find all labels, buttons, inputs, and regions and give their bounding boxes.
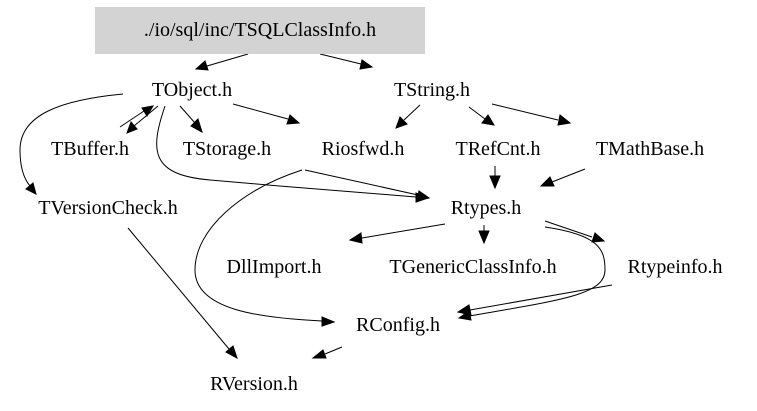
node-trefcnt[interactable]: TRefCnt.h <box>455 138 541 160</box>
edge-tobject-rtypes <box>156 105 417 198</box>
edge-tobject-tstorage <box>179 105 196 124</box>
edge-tobject-tversioncheck <box>19 93 124 187</box>
edge-rtypes-rtypeinfo <box>544 220 593 238</box>
arrowhead-rtypes-tgenericclassinfo <box>478 230 490 245</box>
edge-root-tstring <box>319 53 362 65</box>
arrowhead-tobject-tversioncheck <box>25 182 37 195</box>
edge-tstring-tmathbase <box>491 103 559 121</box>
root-node-label[interactable]: ./io/sql/inc/TSQLClassInfo.h <box>143 19 377 41</box>
arrowhead-rconfig-rversion <box>311 349 327 359</box>
node-rtypeinfo[interactable]: Rtypeinfo.h <box>627 256 723 278</box>
edge-tversioncheck-rversion <box>127 227 230 350</box>
arrowhead-tstring-tmathbase <box>557 114 572 126</box>
edge-tstring-rtypes <box>468 106 486 120</box>
edge-tstring-trefcnt <box>403 104 421 121</box>
node-tversioncheck[interactable]: TVersionCheck.h <box>38 197 178 219</box>
edge-tobject-riosfwd <box>232 103 289 120</box>
arrowhead-tversioncheck-rversion <box>225 345 238 360</box>
arrowhead-root-tstring <box>359 59 374 70</box>
arrowhead-tbuffer-tobject <box>141 105 154 117</box>
node-rconfig[interactable]: RConfig.h <box>356 314 440 336</box>
node-tgenericclassinfo[interactable]: TGenericClassInfo.h <box>389 256 557 278</box>
arrowhead-rtypes-rtypeinfo <box>591 232 606 243</box>
arrowhead-rtypeinfo-rconfig <box>456 304 472 316</box>
node-tstring[interactable]: TString.h <box>393 79 471 101</box>
arrowhead-tobject-tbuffer <box>126 121 138 134</box>
arrowhead-tobject-tstorage <box>190 118 203 134</box>
edge-riosfwd-rconfig <box>194 169 323 322</box>
edge-tmathbase-rtypes <box>551 168 586 183</box>
arrowhead-tstring-rtypes <box>481 114 495 126</box>
arrowhead-tmathbase-rtypes <box>539 176 555 187</box>
edge-rtypes-dllimport <box>361 223 446 239</box>
node-dllimport[interactable]: DllImport.h <box>226 256 322 278</box>
arrowhead-trefcnt-rtypes <box>489 175 501 190</box>
root-node-box[interactable] <box>95 7 425 54</box>
arrowhead-rtypes-dllimport <box>348 232 363 244</box>
edge-tobject-tbuffer <box>133 105 159 127</box>
node-tmathbase[interactable]: TMathBase.h <box>595 138 705 160</box>
edge-rtypes-rconfig <box>469 226 606 317</box>
arrowhead-root-tobject <box>194 60 209 71</box>
arrowhead-tobject-riosfwd <box>286 114 301 125</box>
node-riosfwd[interactable]: Riosfwd.h <box>321 138 405 160</box>
node-rtypes[interactable]: Rtypes.h <box>450 197 522 219</box>
node-tobject[interactable]: TObject.h <box>151 79 233 101</box>
edge-rtypeinfo-rconfig <box>469 284 613 311</box>
node-tstorage[interactable]: TStorage.h <box>182 138 272 160</box>
node-rversion[interactable]: RVersion.h <box>210 373 298 395</box>
node-tbuffer[interactable]: TBuffer.h <box>51 138 129 160</box>
edge-riosfwd-rtypes <box>304 169 419 196</box>
edge-root-tobject <box>206 53 249 67</box>
arrowhead-riosfwd-rtypes <box>416 190 431 201</box>
edge-tbuffer-tobject <box>119 110 145 128</box>
arrowhead-tstring-trefcnt <box>395 116 408 129</box>
edge-rconfig-rversion <box>324 346 343 355</box>
arrowhead-riosfwd-rconfig <box>321 316 336 327</box>
